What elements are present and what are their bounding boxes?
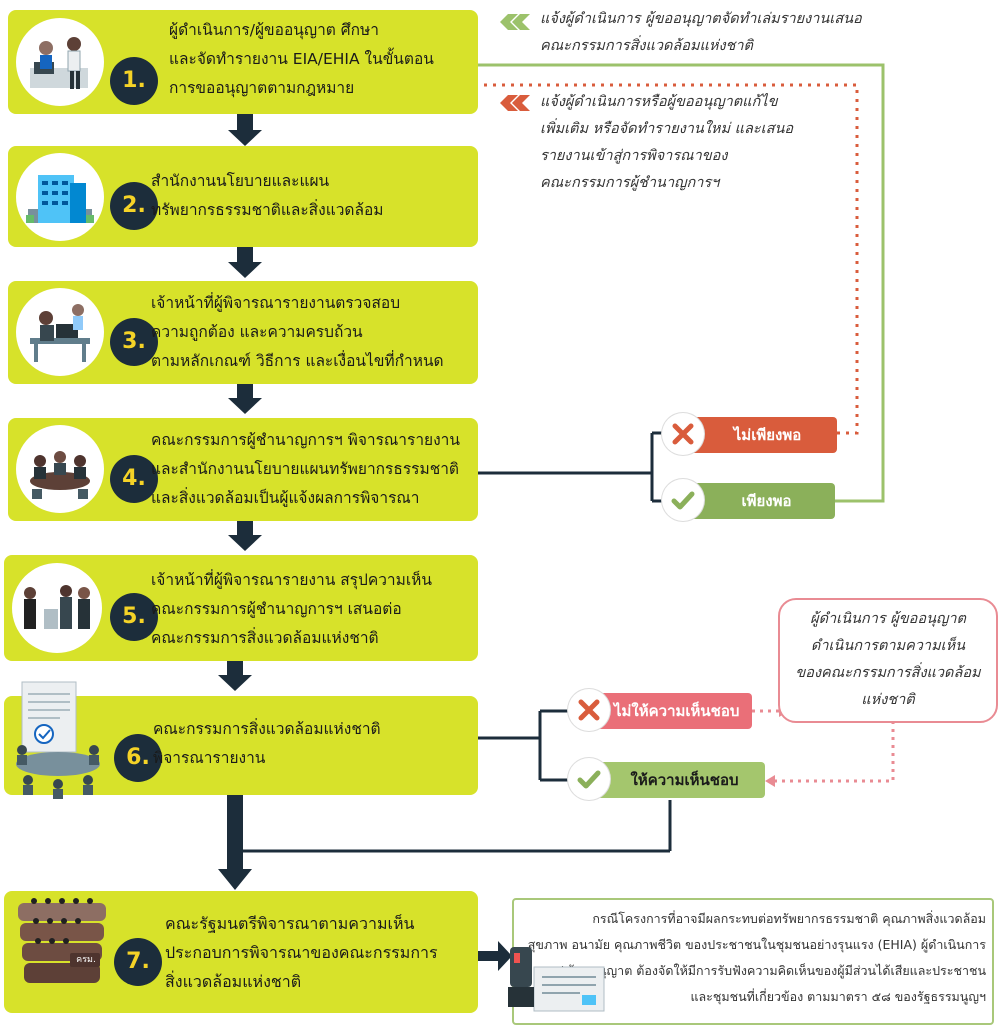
rejected-note-line: คณะกรรมการผู้ชำนาญการฯ bbox=[540, 175, 720, 191]
callout-line: ดำเนินการตามความเห็น bbox=[810, 638, 966, 654]
arrow-1-2 bbox=[228, 114, 262, 146]
step-4-box: 4. คณะกรรมการผู้ชำนาญการฯ พิจารณารายงาน … bbox=[8, 418, 478, 521]
step-text-line: และสิ่งแวดล้อมเป็นผู้แจ้งผลการพิจารณา bbox=[151, 489, 420, 507]
arrow-5-6 bbox=[218, 661, 252, 691]
step-7-text: คณะรัฐมนตรีพิจารณาตามความเห็น ประกอบการพ… bbox=[165, 909, 438, 996]
rejected-note: แจ้งผู้ดำเนินการหรือผู้ขออนุญาตแก้ไข เพิ… bbox=[540, 89, 793, 197]
step-5-text: เจ้าหน้าที่ผู้พิจารณารายงาน สรุปความเห็น… bbox=[151, 566, 432, 653]
approved-note-line: แจ้งผู้ดำเนินการ ผู้ขออนุญาตจัดทำเล่มราย… bbox=[540, 11, 862, 27]
arrow-3-4 bbox=[228, 384, 262, 414]
approved-note: แจ้งผู้ดำเนินการ ผู้ขออนุญาตจัดทำเล่มราย… bbox=[540, 6, 862, 60]
approved-pill: ให้ความเห็นชอบ bbox=[568, 758, 765, 800]
not-approved-label: ไม่ให้ความเห็นชอบ bbox=[614, 702, 740, 720]
office-meeting-icon bbox=[16, 18, 104, 106]
step-text-line: พิจารณารายงาน bbox=[153, 749, 266, 767]
step-number: 3. bbox=[110, 318, 158, 366]
step4-branch bbox=[478, 431, 678, 503]
committee-meeting-icon bbox=[16, 425, 104, 513]
step-text-line: คณะกรรมการสิ่งแวดล้อมแห่งชาติ bbox=[153, 720, 381, 738]
step-text-line: เจ้าหน้าที่ผู้พิจารณารายงาน สรุปความเห็น bbox=[151, 571, 432, 589]
callout-line: กรณีโครงการที่อาจมีผลกระทบต่อทรัพยากรธรร… bbox=[592, 911, 986, 926]
step-text-line: การขออนุญาตตามกฎหมาย bbox=[169, 79, 355, 97]
arrow-2-3 bbox=[228, 247, 262, 278]
step-text-line: และจัดทำรายงาน EIA/EHIA ในขั้นตอน bbox=[169, 50, 434, 68]
rejected-note-line: รายงานเข้าสู่การพิจารณาของ bbox=[540, 148, 728, 164]
step-4-text: คณะกรรมการผู้ชำนาญการฯ พิจารณารายงาน และ… bbox=[151, 426, 460, 513]
callout-line: แห่งชาติ bbox=[861, 692, 915, 708]
step-2-box: 2. สำนักงานนโยบายและแผน ทรัพยากรธรรมชาติ… bbox=[8, 146, 478, 247]
step-number: 2. bbox=[110, 182, 158, 230]
step-number: 7. bbox=[114, 938, 162, 986]
office-building-icon bbox=[16, 153, 104, 241]
step-text-line: ตามหลักเกณฑ์ วิธีการ และเงื่อนไขที่กำหนด bbox=[151, 352, 444, 370]
step-text-line: สิ่งแวดล้อมแห่งชาติ bbox=[165, 972, 302, 991]
step-text-line: ประกอบการพิจารณาของคณะกรรมการ bbox=[165, 943, 438, 962]
double-chevron-green-icon bbox=[500, 14, 530, 30]
step-3-text: เจ้าหน้าที่ผู้พิจารณารายงานตรวจสอบ ความถ… bbox=[151, 289, 444, 376]
national-committee-icon bbox=[4, 680, 116, 860]
sufficient-label: เพียงพอ bbox=[741, 492, 792, 510]
document-stamp-icon bbox=[500, 945, 610, 1020]
step-number: 4. bbox=[110, 455, 158, 503]
callout-line: ของคณะกรรมการสิ่งแวดล้อม bbox=[795, 665, 981, 681]
step-text-line: สำนักงานนโยบายและแผน bbox=[151, 172, 330, 190]
cabinet-label: ครม. bbox=[76, 955, 96, 965]
not-approved-pill: ไม่ให้ความเห็นชอบ bbox=[568, 689, 752, 731]
ehia-callout: กรณีโครงการที่อาจมีผลกระทบต่อทรัพยากรธรร… bbox=[512, 898, 994, 1025]
step-1-text: ผู้ดำเนินการ/ผู้ขออนุญาต ศึกษา และจัดทำร… bbox=[169, 16, 434, 103]
cross-icon bbox=[662, 413, 704, 455]
callout-line: และชุมชนที่เกี่ยวข้อง ตามมาตรา ๕๘ ของรัฐ… bbox=[690, 989, 986, 1004]
step-number: 1. bbox=[110, 57, 158, 105]
cross-icon bbox=[568, 689, 610, 731]
step-text-line: คณะกรรมการผู้ชำนาญการฯ พิจารณารายงาน bbox=[151, 431, 460, 449]
sufficient-pill: เพียงพอ bbox=[662, 479, 835, 521]
step-3-box: 3. เจ้าหน้าที่ผู้พิจารณารายงานตรวจสอบ คว… bbox=[8, 281, 478, 384]
step-number: 5. bbox=[110, 593, 158, 641]
arrow-6-7 bbox=[218, 795, 252, 890]
cabinet-assembly-icon: ครม. bbox=[14, 891, 110, 999]
double-chevron-red-icon bbox=[500, 95, 530, 111]
approved-label: ให้ความเห็นชอบ bbox=[630, 771, 739, 789]
approved-return-line bbox=[478, 63, 885, 503]
callout-line: / ผู้ขออนุญาต ต้องจัดให้มีการรับฟังความค… bbox=[558, 963, 986, 978]
step-text-line: ความถูกต้อง และความครบถ้วน bbox=[151, 323, 363, 341]
callout-red-link-2 bbox=[775, 713, 895, 783]
step-text-line: ผู้ดำเนินการ/ผู้ขออนุญาต ศึกษา bbox=[169, 21, 379, 39]
insufficient-label: ไม่เพียงพอ bbox=[733, 426, 802, 444]
step-5-box: 5. เจ้าหน้าที่ผู้พิจารณารายงาน สรุปความเ… bbox=[4, 555, 478, 661]
step-text-line: และสำนักงานนโยบายแผนทรัพยากรธรรมชาติ bbox=[151, 460, 459, 478]
officer-review-icon bbox=[16, 288, 104, 376]
follow-committee-callout: ผู้ดำเนินการ ผู้ขออนุญาต ดำเนินการตามควา… bbox=[778, 598, 998, 723]
rejected-note-line: แจ้งผู้ดำเนินการหรือผู้ขออนุญาตแก้ไข bbox=[540, 94, 778, 110]
insufficient-pill: ไม่เพียงพอ bbox=[662, 413, 837, 455]
step-2-text: สำนักงานนโยบายและแผน ทรัพยากรธรรมชาติและ… bbox=[151, 167, 384, 225]
callout-line: ผู้ดำเนินการ ผู้ขออนุญาต bbox=[810, 611, 966, 627]
step-text-line: คณะกรรมการสิ่งแวดล้อมแห่งชาติ bbox=[151, 629, 379, 647]
step-1-box: 1. ผู้ดำเนินการ/ผู้ขออนุญาต ศึกษา และจัด… bbox=[8, 10, 478, 114]
approved-note-line: คณะกรรมการสิ่งแวดล้อมแห่งชาติ bbox=[540, 38, 753, 54]
check-icon bbox=[568, 758, 610, 800]
callout-line: สุขภาพ อนามัย คุณภาพชีวิต ของประชาชนในชุ… bbox=[527, 937, 986, 952]
arrow-4-5 bbox=[228, 521, 262, 551]
step-6-box: 6. คณะกรรมการสิ่งแวดล้อมแห่งชาติ พิจารณา… bbox=[4, 696, 478, 795]
check-icon bbox=[662, 479, 704, 521]
officers-standing-icon bbox=[12, 563, 102, 653]
step-6-text: คณะกรรมการสิ่งแวดล้อมแห่งชาติ พิจารณาราย… bbox=[153, 715, 381, 773]
rework-return-line bbox=[478, 83, 859, 435]
step-text-line: คณะกรรมการผู้ชำนาญการฯ เสนอต่อ bbox=[151, 600, 402, 618]
arrow-to-callout bbox=[478, 941, 512, 971]
step-text-line: ทรัพยากรธรรมชาติและสิ่งแวดล้อม bbox=[151, 201, 384, 219]
down-arrows bbox=[218, 114, 512, 971]
step-text-line: คณะรัฐมนตรีพิจารณาตามความเห็น bbox=[165, 914, 415, 933]
step-text-line: เจ้าหน้าที่ผู้พิจารณารายงานตรวจสอบ bbox=[151, 294, 401, 312]
step-number: 6. bbox=[114, 734, 162, 782]
rejected-note-line: เพิ่มเติม หรือจัดทำรายงานใหม่ และเสนอ bbox=[540, 121, 794, 137]
